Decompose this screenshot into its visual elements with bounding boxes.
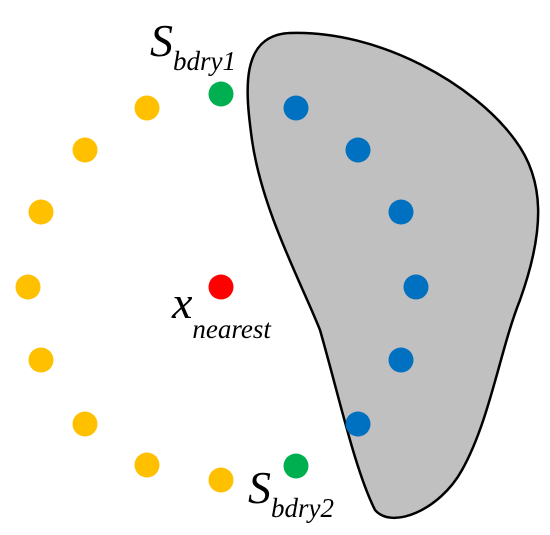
label-s-bdry1: Sbdry1: [150, 15, 236, 76]
yellow-point: [72, 137, 98, 163]
yellow-point: [72, 411, 98, 437]
blue-point: [388, 199, 414, 225]
blue-point: [345, 411, 371, 437]
gray-region: [246, 31, 540, 520]
green-point-bdry1: [208, 81, 234, 107]
green-point-bdry2: [283, 453, 309, 479]
blue-point: [345, 137, 371, 163]
blue-point: [403, 274, 429, 300]
yellow-point: [208, 467, 234, 493]
yellow-point: [134, 95, 160, 121]
blue-point: [388, 347, 414, 373]
yellow-point: [28, 347, 54, 373]
yellow-point: [134, 452, 160, 478]
label-s-bdry2: Sbdry2: [248, 462, 334, 523]
red-point-nearest: [208, 274, 234, 300]
yellow-points: [15, 95, 234, 493]
blue-points: [283, 95, 429, 437]
label-x-nearest: xnearest: [171, 277, 272, 344]
blue-point: [283, 95, 309, 121]
yellow-point: [28, 199, 54, 225]
yellow-point: [15, 274, 41, 300]
